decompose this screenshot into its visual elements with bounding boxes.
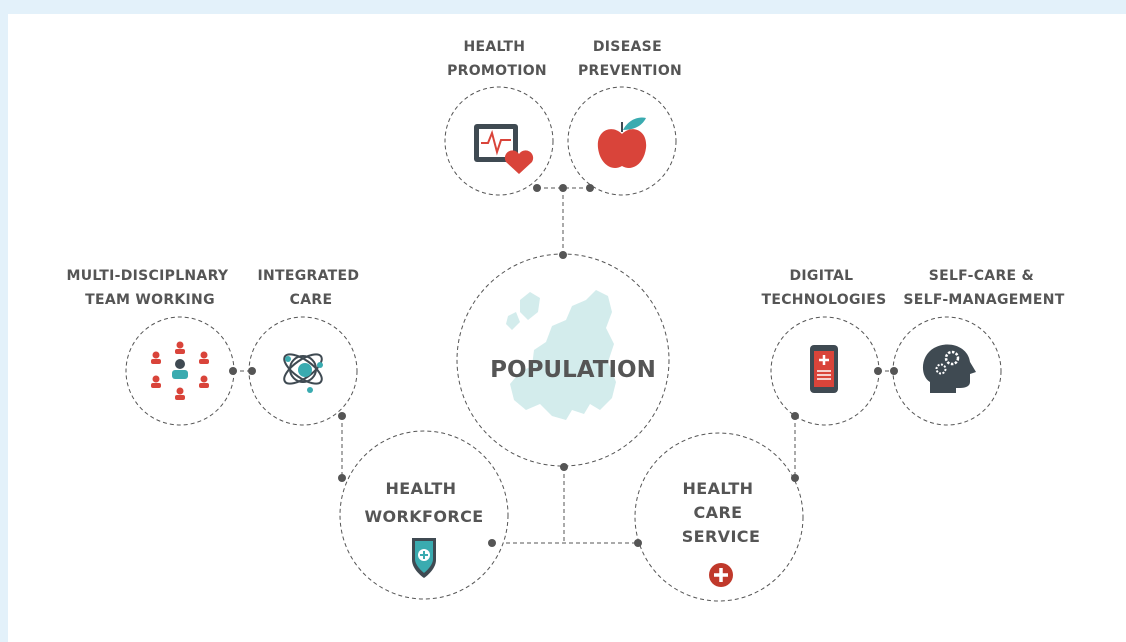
health-care-service-line-3: SERVICE xyxy=(682,527,761,546)
self-care-line-2: SELF-MANAGEMENT xyxy=(903,292,1064,308)
disease-prevention-label: DISEASE PREVENTION xyxy=(578,39,682,79)
shield-cross-icon xyxy=(412,538,436,578)
digital-technologies-line-1: DIGITAL xyxy=(789,268,853,284)
health-care-service-label: HEALTH CARE SERVICE xyxy=(682,479,761,546)
health-care-service-line-1: HEALTH xyxy=(683,479,754,498)
atom-icon xyxy=(283,353,323,393)
medical-cross-icon xyxy=(709,563,733,587)
health-workforce-label: HEALTH WORKFORCE xyxy=(364,479,483,526)
apple-icon xyxy=(597,117,647,168)
digital-technologies-line-2: TECHNOLOGIES xyxy=(762,292,887,308)
health-promotion-line-2: PROMOTION xyxy=(447,63,547,79)
disease-prevention-line-2: PREVENTION xyxy=(578,63,682,79)
health-care-service-line-2: CARE xyxy=(694,503,743,522)
heart-monitor-icon xyxy=(474,124,534,174)
multidisciplinary-line-1: MULTI-DISCIPLNARY xyxy=(66,268,228,284)
self-care-line-1: SELF-CARE & xyxy=(929,268,1034,284)
digital-technologies-label: DIGITAL TECHNOLOGIES xyxy=(762,268,887,308)
disease-prevention-line-1: DISEASE xyxy=(593,39,662,55)
multidisciplinary-label: MULTI-DISCIPLNARY TEAM WORKING xyxy=(66,268,233,308)
health-workforce-line-1: HEALTH xyxy=(386,479,457,498)
team-people-icon xyxy=(151,341,209,400)
health-workforce-line-2: WORKFORCE xyxy=(364,507,483,526)
mobile-health-icon xyxy=(810,345,838,393)
health-promotion-label: HEALTH PROMOTION xyxy=(447,39,547,79)
head-gears-icon xyxy=(922,344,976,393)
health-care-service-ring xyxy=(634,432,804,602)
integrated-care-line-1: INTEGRATED xyxy=(258,268,360,284)
integrated-care-line-2: CARE xyxy=(290,292,333,308)
rings xyxy=(125,86,1002,602)
self-care-label: SELF-CARE & SELF-MANAGEMENT xyxy=(903,268,1064,308)
europe-map-icon xyxy=(506,290,616,420)
health-promotion-line-1: HEALTH xyxy=(464,39,526,55)
health-workforce-ring xyxy=(339,430,509,600)
connector-dots xyxy=(229,184,898,547)
integrated-care-label: INTEGRATED CARE xyxy=(258,268,365,308)
multidisciplinary-line-2: TEAM WORKING xyxy=(85,292,215,308)
population-label: POPULATION xyxy=(490,357,656,383)
